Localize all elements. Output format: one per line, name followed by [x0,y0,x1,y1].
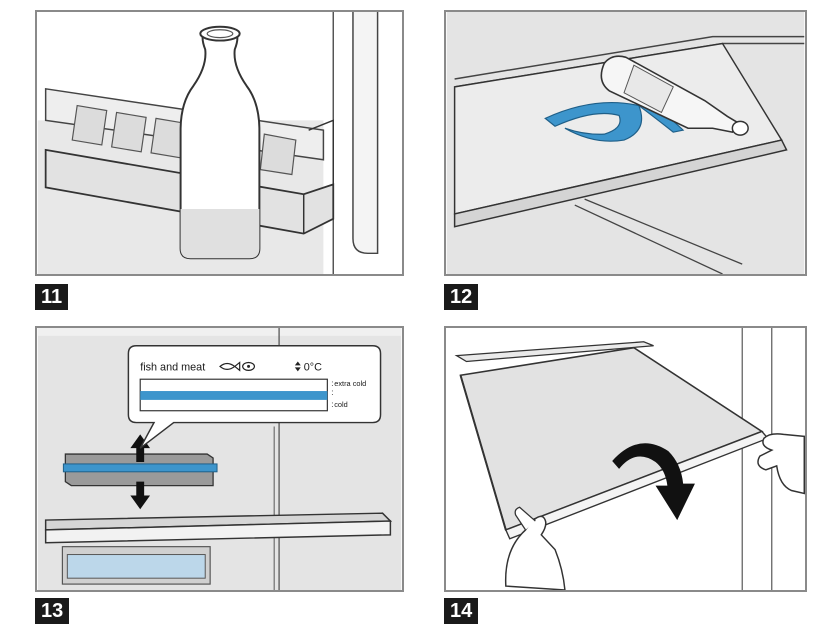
step-number-12: 12 [444,284,479,310]
panel-12-bottle-holder [444,10,807,276]
fish-icon [219,361,241,372]
meat-icon [242,361,256,371]
step-number-13: 13 [35,598,70,624]
remove-shelf-illustration [446,328,805,590]
wine-bottle-icon [600,55,749,136]
panel-14-remove-shelf [444,326,807,592]
svg-text::: : [331,388,333,397]
door-shelf-illustration [37,12,402,274]
temperature-control-illustration: fish and meat 0°C : extra cold : : cold [37,328,402,590]
rotation-arrow-icon [612,443,695,521]
right-hand-icon [757,433,805,495]
panel-11-door-shelf [35,10,404,276]
up-down-arrows-icon [294,361,301,372]
left-hand-icon [504,506,566,590]
temperature-slider[interactable] [62,453,218,487]
control-title: fish and meat [140,361,205,373]
cold-label: cold [334,400,348,409]
svg-text::: : [331,379,333,388]
svg-text::: : [331,400,333,409]
bottle-holder-illustration [446,12,805,274]
extra-cold-label: extra cold [334,379,366,388]
step-number-14: 14 [444,598,479,624]
panel-13-temperature-control: fish and meat 0°C : extra cold : : cold [35,326,404,592]
step-number-11: 11 [35,284,69,310]
control-temperature: 0°C [304,361,322,373]
milk-bottle-icon [179,25,261,260]
